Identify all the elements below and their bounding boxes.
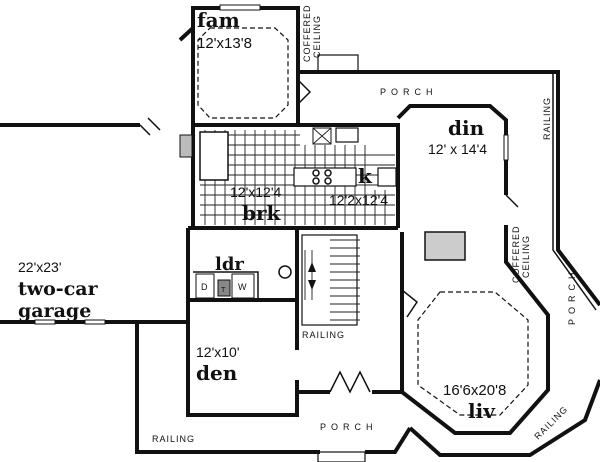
ceiling-label: CEILING	[312, 15, 322, 58]
den	[186, 230, 402, 417]
tub-label: T	[221, 287, 226, 294]
stairs	[301, 234, 360, 326]
porch	[135, 54, 600, 462]
family-room-size: 12'x13'8	[197, 35, 252, 52]
breakfast-name: brk	[242, 201, 282, 225]
den-size: 12'x10'	[196, 344, 240, 360]
porch-top-label: PORCH	[380, 87, 438, 97]
garage-name-line2: garage	[18, 300, 91, 322]
kitchen-breakfast	[179, 123, 400, 230]
kitchen-name: k	[358, 164, 373, 188]
porch-bottom-label: PORCH	[320, 422, 378, 432]
washer-label: W	[238, 282, 247, 292]
dryer-label: D	[201, 282, 208, 292]
coffered-liv-label: COFFERED	[511, 226, 521, 284]
breakfast-size: 12'x12'4	[230, 184, 281, 200]
kitchen-size: 12'2x12'4	[329, 192, 388, 208]
railing-stair-label: RAILING	[302, 330, 345, 340]
family-room	[178, 4, 312, 125]
dining-room-name: din	[448, 116, 485, 140]
railing-right-label: RAILING	[542, 97, 552, 140]
dining-room-size: 12' x 14'4	[428, 141, 487, 157]
dining-room	[396, 104, 519, 232]
family-room-name: fam	[197, 8, 240, 32]
laundry-name: ldr	[215, 254, 244, 275]
railing-bottom-left-label: RAILING	[152, 434, 195, 444]
ceiling-liv-label: CEILING	[521, 235, 531, 278]
living-room	[400, 231, 550, 435]
living-room-name: liv	[468, 399, 496, 423]
garage-size: 22'x23'	[18, 259, 62, 275]
den-name: den	[196, 361, 238, 385]
garage-name-line1: two-car	[18, 278, 99, 300]
railing-bottom-right-label: RAILING	[532, 404, 569, 441]
porch-right-label: PORCH	[567, 267, 577, 325]
living-room-size: 16'6x20'8	[443, 382, 506, 399]
coffered-label: COFFERED	[302, 5, 312, 63]
